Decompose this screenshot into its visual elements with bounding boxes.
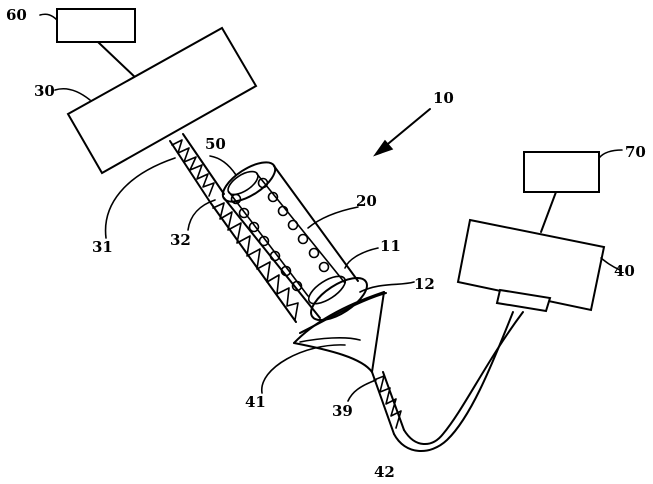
tube-42 <box>393 311 524 452</box>
label-10: 10 <box>433 89 454 107</box>
outlet-39 <box>371 371 405 435</box>
component-40-connector <box>495 288 552 313</box>
sleeve-32 <box>209 201 299 323</box>
cone-41 <box>293 291 387 373</box>
label-42: 42 <box>374 463 395 481</box>
label-11: 11 <box>380 237 401 255</box>
label-20: 20 <box>356 192 377 210</box>
component-60-box <box>56 8 136 43</box>
component-70-box <box>523 151 600 193</box>
label-41: 41 <box>245 393 266 411</box>
arrow-10 <box>373 108 431 157</box>
reference-labels: 60 30 10 50 70 20 11 40 12 31 32 41 39 4… <box>6 6 646 481</box>
leader-lines <box>39 13 623 402</box>
coil-circles-left <box>230 193 303 292</box>
label-12: 12 <box>414 275 435 293</box>
component-40-box <box>456 218 606 312</box>
label-31: 31 <box>92 238 113 256</box>
connector-60-30 <box>97 41 139 81</box>
label-50: 50 <box>205 135 226 153</box>
label-39: 39 <box>332 402 353 420</box>
coil-circles-right <box>257 177 330 273</box>
component-30-box <box>66 26 258 175</box>
label-70: 70 <box>625 143 646 161</box>
label-40: 40 <box>614 262 635 280</box>
cylinder-20 <box>221 161 368 322</box>
label-32: 32 <box>170 231 191 249</box>
tube-31 <box>169 133 225 203</box>
label-60: 60 <box>6 6 27 24</box>
label-30: 30 <box>34 82 55 100</box>
connector-70-40 <box>540 191 557 233</box>
